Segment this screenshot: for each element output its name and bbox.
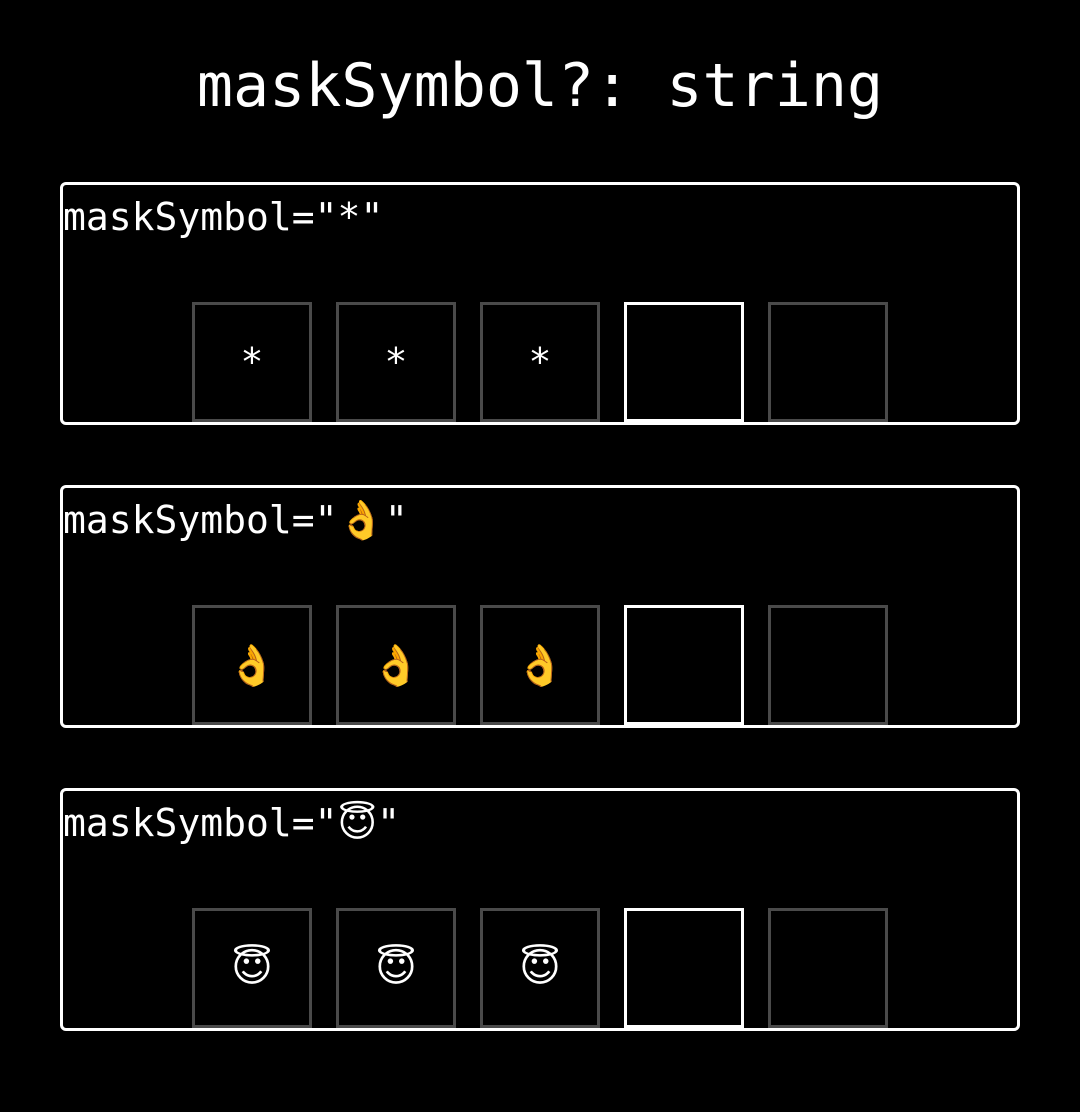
label-suffix: "	[360, 195, 384, 239]
code-input[interactable]: * * *	[192, 302, 888, 422]
code-cell-1[interactable]: *	[192, 302, 312, 422]
example-label: maskSymbol="😇"	[63, 799, 400, 847]
code-cell-2[interactable]: *	[336, 302, 456, 422]
masked-digit: *	[240, 340, 264, 384]
label-prefix: maskSymbol="	[63, 801, 338, 845]
label-prefix: maskSymbol="	[63, 195, 338, 239]
code-cell-5[interactable]	[768, 302, 888, 422]
ok-hand-icon: 👌	[371, 642, 421, 689]
label-suffix: "	[384, 498, 408, 542]
mask-halo-face-example: maskSymbol="😇" 😇 😇 😇	[60, 788, 1020, 1031]
example-label: maskSymbol="*"	[63, 193, 383, 241]
code-cell-5[interactable]	[768, 908, 888, 1028]
masked-digit: *	[528, 340, 552, 384]
ok-hand-icon: 👌	[515, 642, 565, 689]
masked-digit: *	[384, 340, 408, 384]
ok-hand-icon: 👌	[337, 498, 385, 542]
ok-hand-icon: 👌	[227, 642, 277, 689]
label-symbol: *	[337, 195, 361, 239]
code-cell-4-focused[interactable]	[624, 302, 744, 422]
label-suffix: "	[377, 801, 401, 845]
smiling-face-with-halo-icon: 😇	[231, 945, 273, 991]
label-prefix: maskSymbol="	[63, 498, 338, 542]
example-label: maskSymbol="👌"	[63, 496, 408, 544]
smiling-face-with-halo-icon: 😇	[375, 945, 417, 991]
code-cell-3[interactable]: 😇	[480, 908, 600, 1028]
mask-asterisk-example: maskSymbol="*" * * *	[60, 182, 1020, 425]
code-cell-4-focused[interactable]	[624, 605, 744, 725]
code-cell-3[interactable]: *	[480, 302, 600, 422]
code-cell-5[interactable]	[768, 605, 888, 725]
code-cell-3[interactable]: 👌	[480, 605, 600, 725]
code-cell-2[interactable]: 😇	[336, 908, 456, 1028]
code-cell-1[interactable]: 👌	[192, 605, 312, 725]
smiling-face-with-halo-icon: 😇	[519, 945, 561, 991]
smiling-face-with-halo-icon: 😇	[337, 801, 378, 845]
code-cell-4-focused[interactable]	[624, 908, 744, 1028]
page-title: maskSymbol?: string	[196, 51, 884, 121]
code-cell-1[interactable]: 😇	[192, 908, 312, 1028]
code-input[interactable]: 😇 😇 😇	[192, 908, 888, 1028]
code-input[interactable]: 👌 👌 👌	[192, 605, 888, 725]
code-cell-2[interactable]: 👌	[336, 605, 456, 725]
mask-ok-hand-example: maskSymbol="👌" 👌 👌 👌	[60, 485, 1020, 728]
